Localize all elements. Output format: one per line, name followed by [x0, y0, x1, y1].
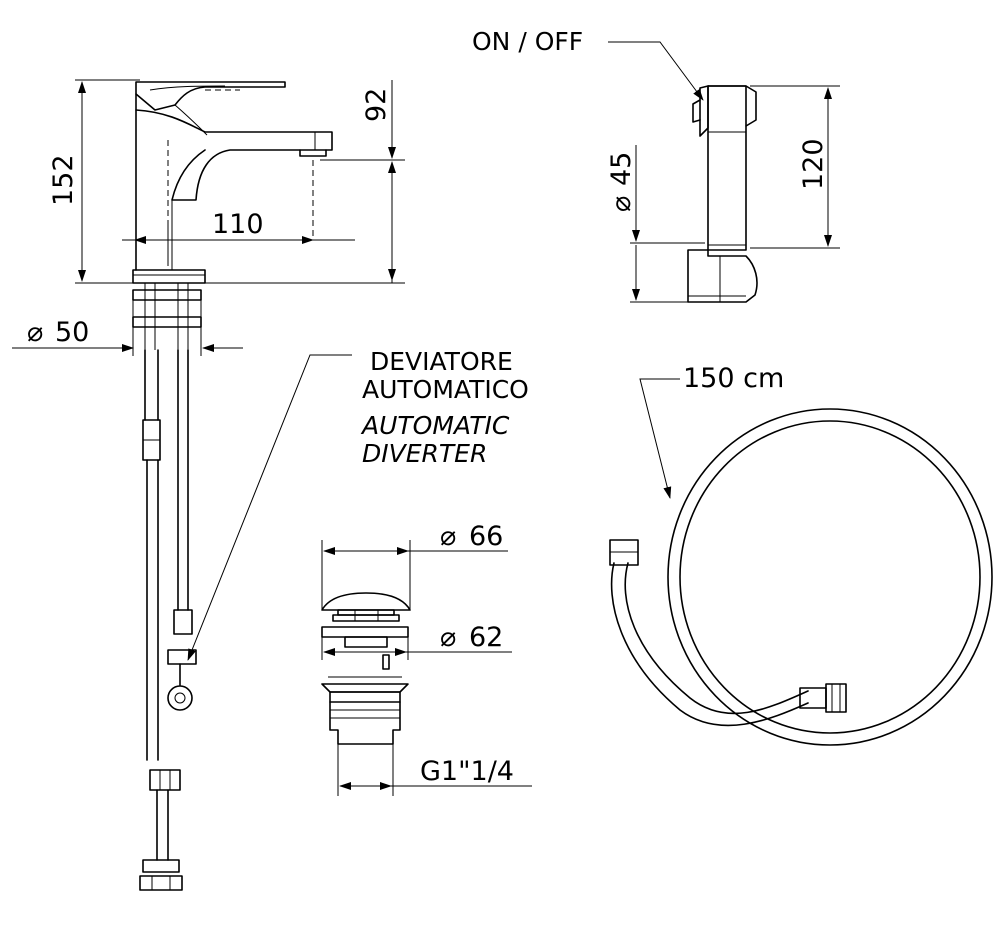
diverter-label-it-1: DEVIATORE [370, 347, 513, 376]
supply-hoses [139, 349, 197, 891]
diverter-label-it-2: AUTOMATICO [362, 375, 529, 404]
pop-up-waste [321, 592, 411, 745]
dim-diameter-50: 50 [55, 317, 89, 348]
pop-up-waste-dimensions [321, 540, 532, 796]
diverter-label-en-2: DIVERTER [362, 439, 487, 468]
dim-diameter-62: 62 [469, 622, 503, 653]
dim-hose-length: 150 cm [683, 363, 784, 394]
shower-hose [609, 408, 993, 746]
hand-shower [687, 85, 758, 303]
faucet-dimensions [12, 79, 405, 356]
dim-152: 152 [48, 154, 79, 206]
faucet-body [132, 81, 333, 350]
on-off-label: ON / OFF [472, 27, 583, 56]
dim-thread-g1-1-4: G1"1/4 [420, 756, 514, 787]
dim-diameter-66: 66 [469, 521, 503, 552]
dim-diameter-45: 45 [606, 152, 637, 186]
diverter-leader [187, 354, 352, 661]
hose-leader [639, 378, 680, 499]
diameter-symbol-66: ⌀ [440, 521, 456, 552]
diameter-symbol-50: ⌀ [27, 317, 43, 348]
diameter-symbol-45: ⌀ [606, 196, 637, 212]
diverter-label-en-1: AUTOMATIC [360, 411, 510, 440]
hand-shower-dimensions [608, 41, 840, 303]
dim-120: 120 [798, 138, 829, 190]
dim-92: 92 [361, 88, 392, 122]
dim-110: 110 [212, 209, 264, 240]
diameter-symbol-62: ⌀ [440, 622, 456, 653]
